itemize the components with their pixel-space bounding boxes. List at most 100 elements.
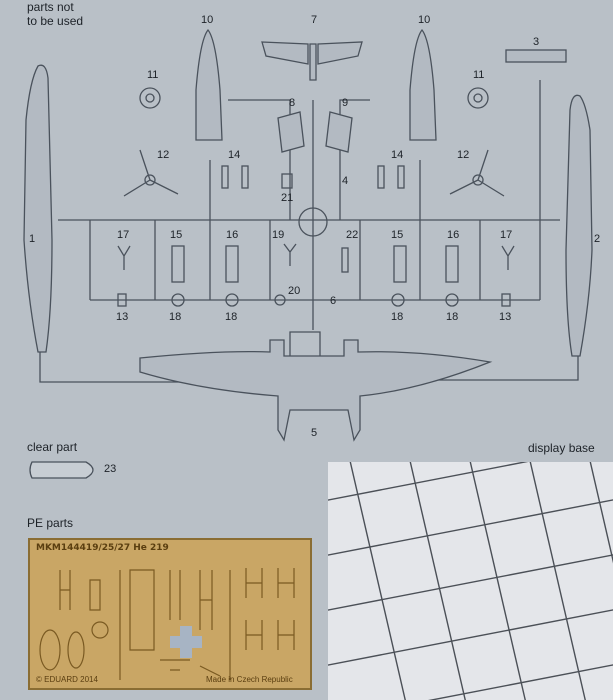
part-label-4: 4 xyxy=(342,175,349,187)
part-18-wheel xyxy=(445,293,459,307)
pe-part xyxy=(91,621,109,639)
pe-part xyxy=(129,569,155,651)
part-label-1: 1 xyxy=(29,233,36,245)
part-15-small-part xyxy=(171,245,185,283)
part-10-nacelle xyxy=(195,28,223,141)
pe-cross-cutout xyxy=(170,626,202,658)
part-16-small-part xyxy=(225,245,239,283)
part-11-wheel-hub xyxy=(145,93,155,103)
part-label-12-right: 12 xyxy=(457,149,470,161)
grid-line xyxy=(589,462,613,564)
parts-not-used-line2: to be used xyxy=(27,14,84,29)
part-label-19: 19 xyxy=(272,229,285,241)
part-label-18-c: 18 xyxy=(391,311,404,323)
part-2-fuselage-half xyxy=(565,94,593,357)
part-label-10-left: 10 xyxy=(201,14,214,26)
pe-part xyxy=(89,579,101,611)
part-10-nacelle xyxy=(409,28,437,141)
part-label-8: 8 xyxy=(289,97,296,109)
pe-fret: MKM144419/25/27 He 219 © EDUARD 2014 Mad… xyxy=(28,538,312,690)
part-17-strut xyxy=(501,245,515,270)
pe-fret-title: MKM144419/25/27 He 219 xyxy=(36,543,169,553)
part-label-5: 5 xyxy=(311,427,318,439)
grid-line xyxy=(529,462,586,700)
grid-line xyxy=(349,462,406,700)
parts-not-used-caption: parts not to be used xyxy=(27,0,83,29)
part-label-10-right: 10 xyxy=(418,14,431,26)
pe-fret-copyright: © EDUARD 2014 xyxy=(36,675,98,684)
part-9-small-part xyxy=(325,111,353,153)
part-18-wheel xyxy=(171,293,185,307)
pe-part xyxy=(199,665,221,677)
display-base-caption: display base xyxy=(528,441,595,455)
pe-part xyxy=(59,570,71,610)
part-label-14-left: 14 xyxy=(228,149,241,161)
part-label-13-left: 13 xyxy=(116,311,129,323)
part-label-18-d: 18 xyxy=(446,311,459,323)
part-label-9: 9 xyxy=(342,97,349,109)
part-20-small-part xyxy=(274,294,286,306)
part-label-21: 21 xyxy=(281,192,294,204)
part-8-small-part xyxy=(277,111,305,153)
sprue-runner xyxy=(228,99,291,220)
part-label-23: 23 xyxy=(104,463,117,475)
grid-line xyxy=(328,554,613,611)
grid-line xyxy=(409,462,466,700)
pe-part xyxy=(245,620,263,650)
clear-part-caption: clear part xyxy=(27,440,78,454)
pe-part xyxy=(67,631,85,669)
part-17-strut xyxy=(117,245,131,270)
part-12-propeller xyxy=(123,149,179,197)
part-14-small-part xyxy=(397,165,405,189)
part-11-wheel xyxy=(467,87,489,109)
part-label-17-left: 17 xyxy=(117,229,130,241)
pe-part xyxy=(199,570,213,630)
part-12-propeller-hub xyxy=(472,174,484,186)
part-label-18-a: 18 xyxy=(169,311,182,323)
pe-fret-parts xyxy=(39,568,295,680)
part-label-7: 7 xyxy=(311,14,318,26)
pe-part xyxy=(39,629,61,671)
part-label-11-right: 11 xyxy=(473,69,485,81)
part-1-fuselage-half xyxy=(23,64,53,353)
part-23-canopy xyxy=(29,461,94,479)
part-13-small-part xyxy=(117,293,127,307)
pe-part xyxy=(169,570,181,620)
sprue-hub xyxy=(298,207,328,237)
part-18-wheel xyxy=(225,293,239,307)
part-16-small-part xyxy=(445,245,459,283)
pe-parts-caption: PE parts xyxy=(27,516,74,530)
part-label-2: 2 xyxy=(594,233,601,245)
part-13-small-part xyxy=(501,293,511,307)
display-base-image xyxy=(328,462,613,700)
part-label-6: 6 xyxy=(330,295,337,307)
grid-line xyxy=(328,462,529,501)
part-label-14-right: 14 xyxy=(391,149,404,161)
part-14-small-part xyxy=(221,165,229,189)
grid-line xyxy=(427,664,613,700)
part-label-16-left: 16 xyxy=(226,229,239,241)
part-label-12-left: 12 xyxy=(157,149,170,161)
sprue-frame xyxy=(39,100,579,383)
part-label-16-right: 16 xyxy=(447,229,460,241)
part-label-17-right: 17 xyxy=(500,229,513,241)
part-label-11-left: 11 xyxy=(147,69,159,81)
display-base-grid xyxy=(328,462,613,700)
part-18-wheel xyxy=(391,293,405,307)
part-21-small-part xyxy=(281,173,293,189)
pe-fret-origin: Made in Czech Republic xyxy=(206,675,293,684)
grid-line xyxy=(328,609,613,666)
part-11-wheel xyxy=(139,87,161,109)
part-11-wheel-hub xyxy=(473,93,483,103)
part-label-15-left: 15 xyxy=(170,229,183,241)
part-label-20: 20 xyxy=(288,285,301,297)
part-3-small-part xyxy=(505,49,567,63)
part-5-wing xyxy=(139,339,493,442)
part-15-small-part xyxy=(393,245,407,283)
part-12-propeller-hub xyxy=(144,174,156,186)
part-label-18-b: 18 xyxy=(225,311,238,323)
parts-not-used-line1: parts not xyxy=(27,0,74,14)
part-22-small-part xyxy=(341,247,349,273)
pe-part xyxy=(277,568,295,598)
part-label-3: 3 xyxy=(533,36,540,48)
